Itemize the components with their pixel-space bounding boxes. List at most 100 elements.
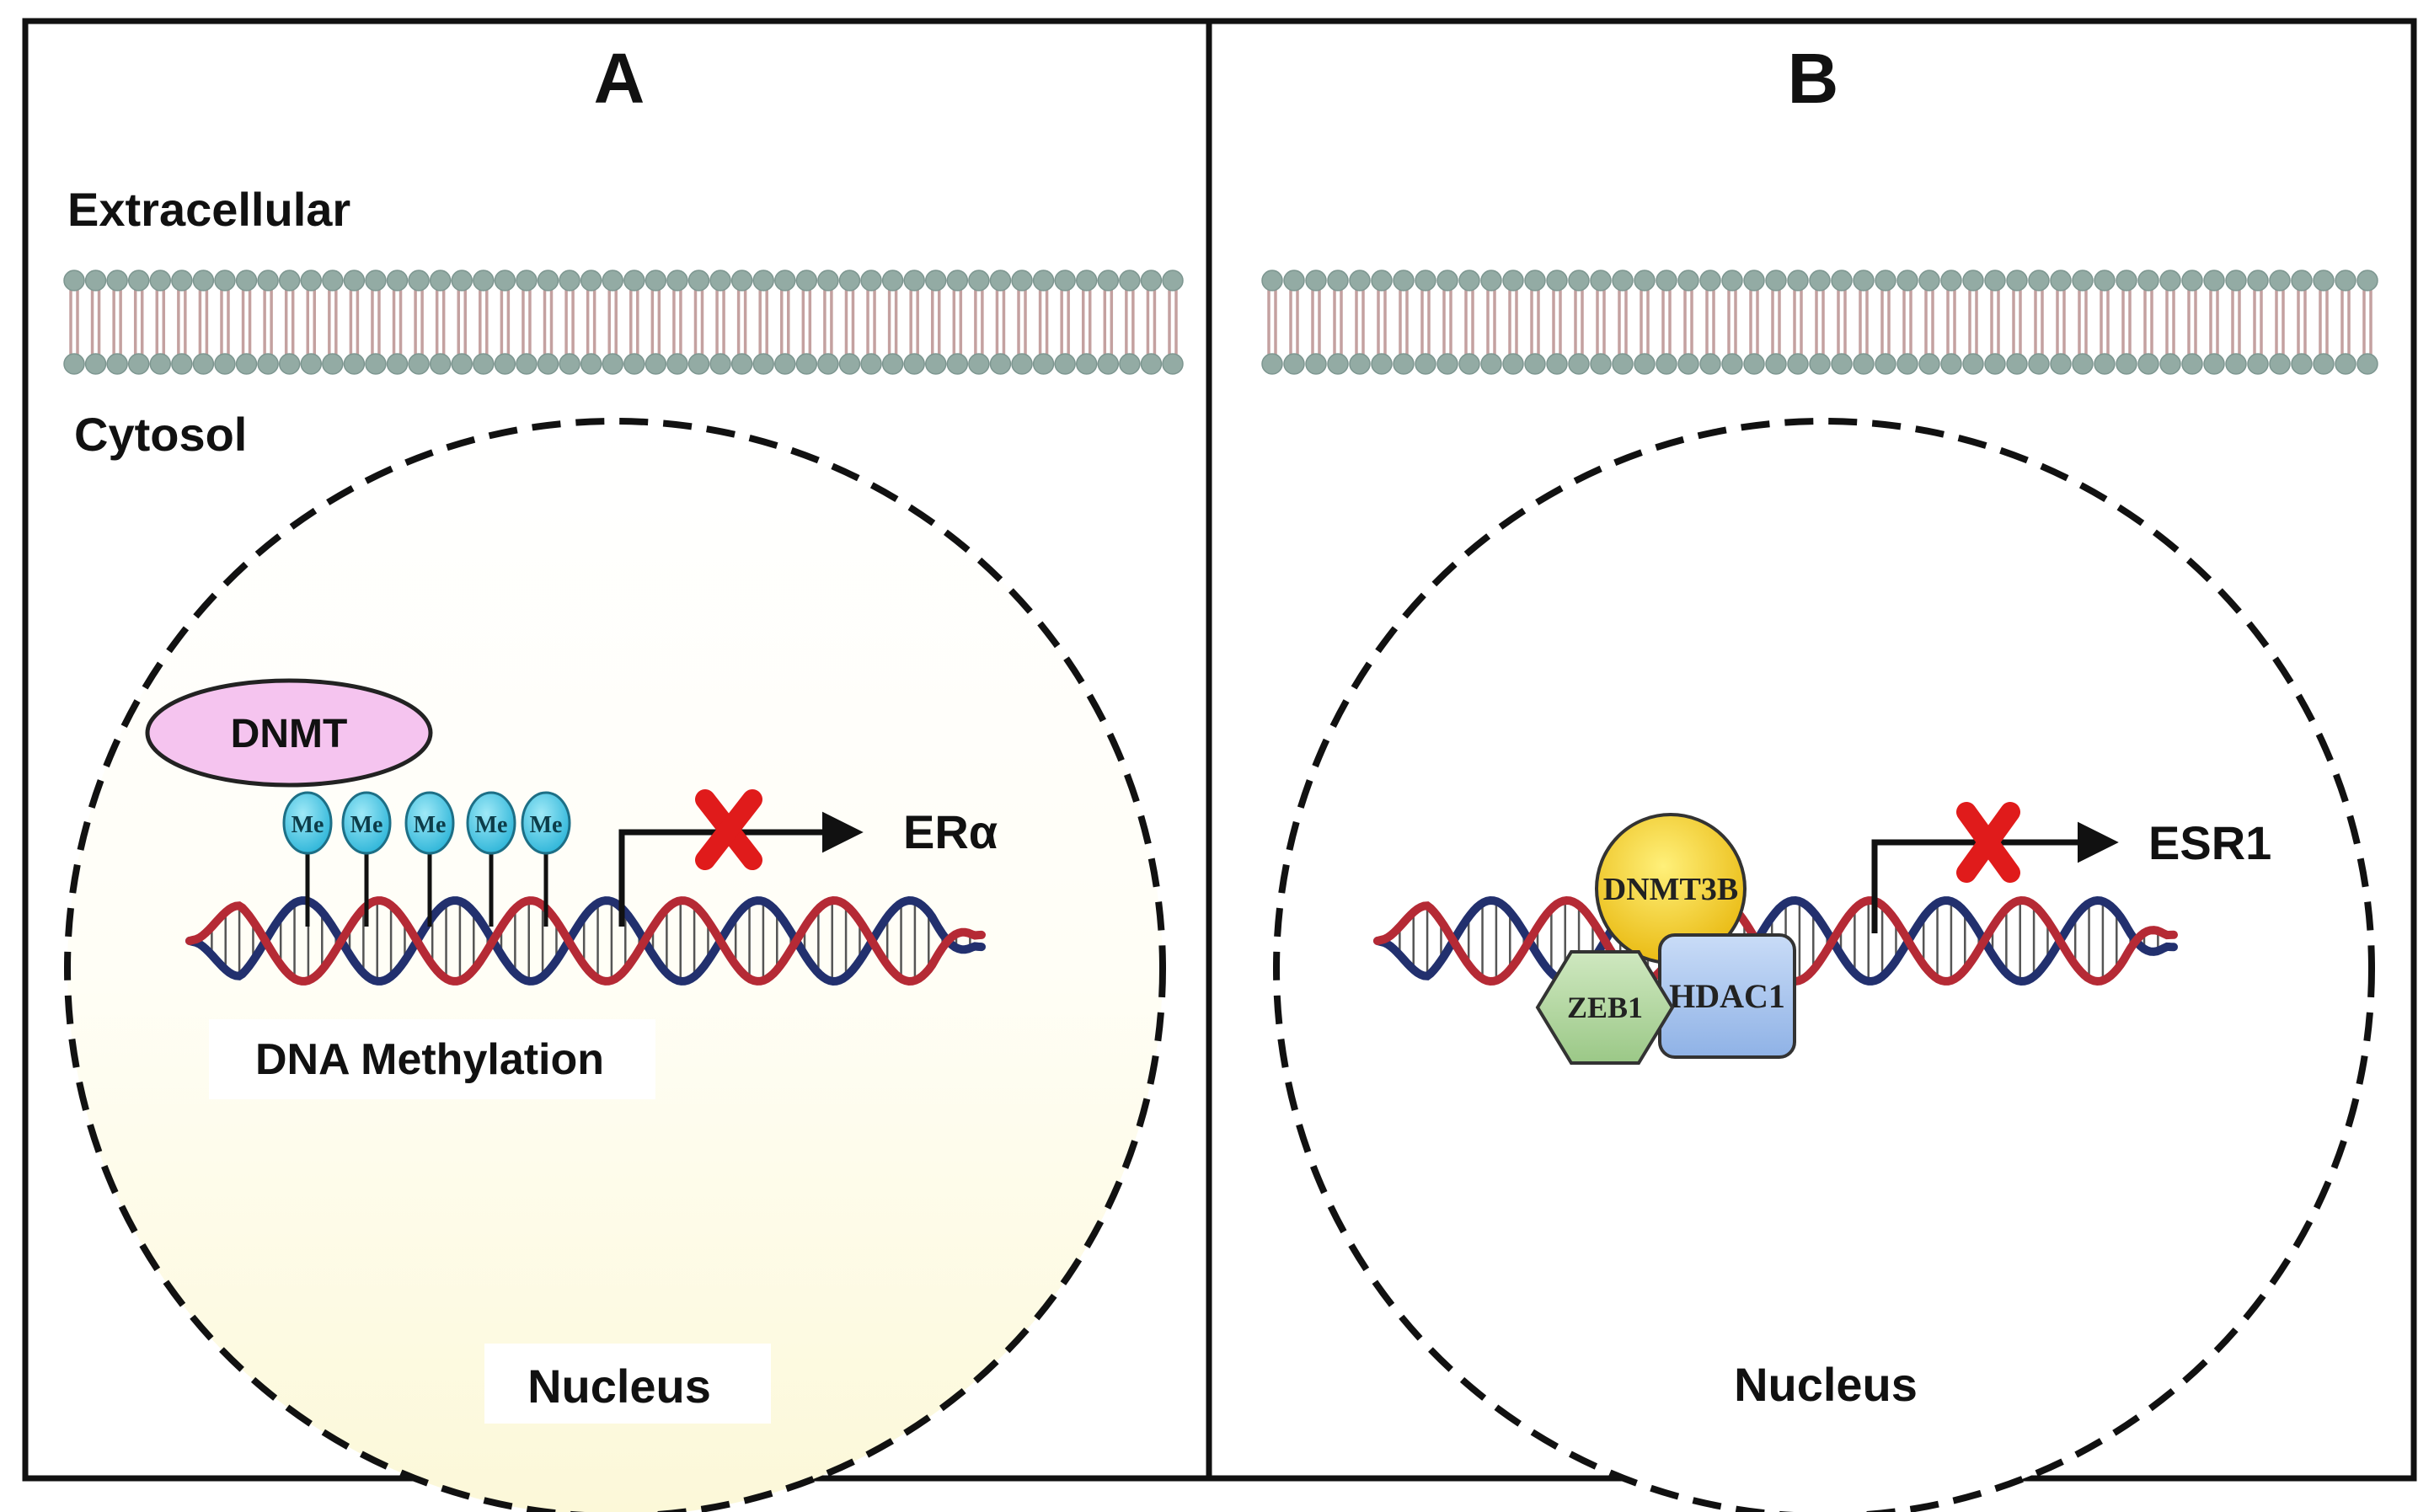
lipid-head (214, 270, 236, 291)
lipid-head (1721, 353, 1743, 375)
lipid-head (278, 353, 301, 375)
lipid-head (623, 270, 645, 291)
dna-strand-blue (1373, 895, 2178, 986)
lipid-head (1809, 270, 1831, 291)
lipid-head (752, 270, 774, 291)
lipid-head (645, 353, 667, 375)
lipid-head (1677, 353, 1699, 375)
lipid-head (1765, 270, 1787, 291)
lipid-head (451, 353, 473, 375)
lipid-head (1371, 270, 1393, 291)
lipid-head (2050, 353, 2072, 375)
lipid-head (1568, 270, 1590, 291)
methyl-label: Me (414, 812, 447, 838)
lipid-head (2028, 353, 2050, 375)
lipid-head (1962, 270, 1984, 291)
lipid-head (300, 270, 323, 291)
lipid-head (1546, 270, 1568, 291)
lipid-head (881, 353, 904, 375)
lipid-head (473, 270, 495, 291)
methyl-group (466, 791, 516, 855)
lipid-head (1327, 270, 1349, 291)
lipid-head (752, 353, 774, 375)
lipid-head (2116, 270, 2137, 291)
lipid-head (1524, 353, 1546, 375)
lipid-head (2137, 353, 2159, 375)
lipid-head (580, 353, 602, 375)
lipid-head (63, 270, 85, 291)
lipid-head (580, 270, 602, 291)
lipid-head (1075, 270, 1098, 291)
lipid-head (1940, 353, 1962, 375)
lipid-head (795, 270, 818, 291)
lipid-head (1261, 270, 1283, 291)
dna-strand-blue (185, 895, 986, 986)
lipid-head (1612, 270, 1634, 291)
lipid-head (559, 270, 580, 291)
lipid-head (1853, 353, 1875, 375)
lipid-head (1656, 353, 1677, 375)
lipid-head (1162, 353, 1184, 375)
lipid-head (365, 353, 387, 375)
lipid-head (2137, 270, 2159, 291)
lipid-head (1590, 270, 1612, 291)
nucleus-b (1273, 418, 2375, 1512)
lipid-head (2006, 353, 2028, 375)
lipid-head (817, 353, 839, 375)
lipid-head (924, 353, 947, 375)
lipid-head (1327, 353, 1349, 375)
lipid-head (1119, 353, 1141, 375)
lipid-head (1283, 353, 1305, 375)
lipid-head (968, 353, 990, 375)
lipid-head (2269, 353, 2291, 375)
blocked-x-icon-b (1956, 802, 2020, 883)
lipid-head (602, 353, 623, 375)
dnmt-enzyme (145, 678, 433, 788)
lipid-head (1032, 353, 1055, 375)
lipid-head (2159, 270, 2181, 291)
process-label-bg (209, 1019, 655, 1099)
lipid-head (838, 270, 861, 291)
lipid-head (322, 353, 344, 375)
lipid-head (235, 270, 258, 291)
lipid-head (1677, 270, 1699, 291)
lipid-head (1765, 353, 1787, 375)
panel-a-letter: A (594, 39, 645, 118)
lipid-head (795, 353, 818, 375)
panel-b: B DNMT3B HDAC1 ZEB1 ESR1 Nucleus (1261, 39, 2378, 1512)
lipid-head (1458, 353, 1480, 375)
methyl-label: Me (350, 812, 383, 838)
lipid-head (1918, 270, 1940, 291)
lipid-head (1787, 353, 1809, 375)
lipid-head (2028, 270, 2050, 291)
transcription-arrow-a (618, 811, 864, 927)
lipid-head (2269, 270, 2291, 291)
lipid-head (494, 353, 516, 375)
zeb1-label: ZEB1 (1567, 991, 1643, 1024)
lipid-head (214, 353, 236, 375)
lipid-head (1054, 270, 1076, 291)
lipid-head (1962, 353, 1984, 375)
dnmt-label: DNMT (231, 712, 348, 756)
lipid-head (1831, 353, 1853, 375)
lipid-head (1075, 353, 1098, 375)
methyl-group (404, 791, 455, 855)
lipid-head (192, 270, 215, 291)
lipid-head (2335, 270, 2356, 291)
lipid-head (946, 270, 969, 291)
repressor-complex: DNMT3B HDAC1 ZEB1 (1535, 813, 1796, 1065)
cytosol-label: Cytosol (74, 408, 247, 461)
lipid-head (1393, 353, 1415, 375)
lipid-head (1502, 270, 1524, 291)
lipid-head (1371, 353, 1393, 375)
lipid-head (1568, 353, 1590, 375)
methyl-label: Me (292, 812, 324, 838)
lipid-head (2356, 353, 2378, 375)
dna-strand-red (185, 895, 986, 986)
lipid-head (1119, 270, 1141, 291)
lipid-head (63, 353, 85, 375)
lipid-head (1656, 270, 1677, 291)
lipid-head (1305, 353, 1327, 375)
lipid-head (2094, 353, 2116, 375)
